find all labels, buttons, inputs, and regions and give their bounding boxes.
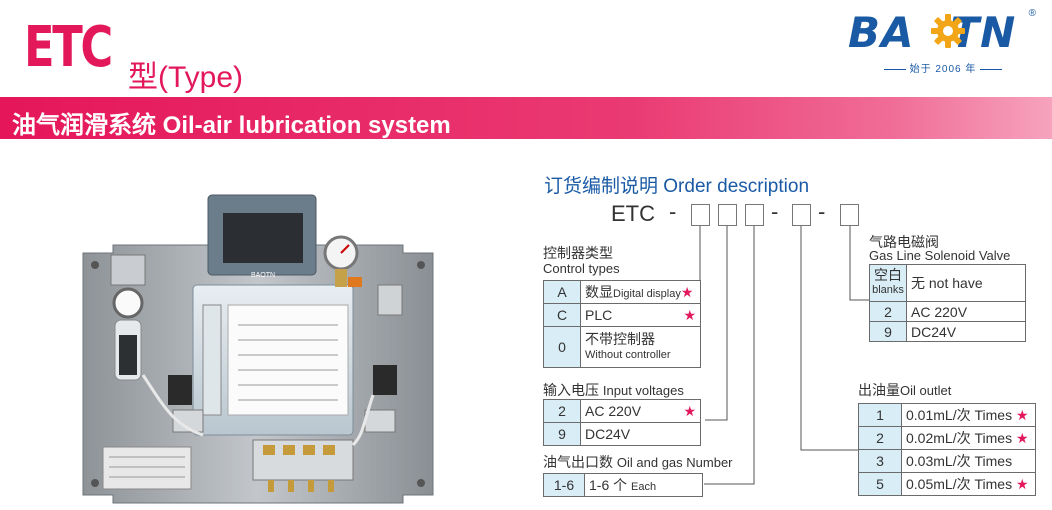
solenoid-desc: AC 220V <box>906 301 1026 322</box>
code-box-control <box>691 204 710 226</box>
oil-gas-code: 1-6 <box>543 473 585 497</box>
oil-outlet-desc-text: 0.01mL/次 Times <box>906 407 1013 423</box>
oil-outlet-desc: 0.05mL/次 Times ★ <box>901 472 1036 496</box>
oil-outlet-label-en: Oil outlet <box>900 383 952 398</box>
oil-gas-number-table: 1-6 1-6 个 Each <box>543 473 703 497</box>
star-icon: ★ <box>1015 407 1029 423</box>
control-code: C <box>543 303 581 327</box>
section-banner: 油气润滑系统 Oil-air lubrication system <box>0 97 1052 139</box>
control-code: A <box>543 280 581 304</box>
order-description-title: 订货编制说明 Order description <box>544 176 810 197</box>
code-dash: - <box>669 199 677 224</box>
voltage-code: 2 <box>543 399 581 423</box>
oil-outlet-desc-text: 0.02mL/次 Times <box>906 430 1013 446</box>
product-photo: BAOTN <box>82 194 434 504</box>
banner-title: 油气润滑系统 Oil-air lubrication system <box>12 112 451 139</box>
control-desc: 数显Digital display★ <box>580 280 701 304</box>
oil-gas-desc: 1-6 个 Each <box>584 473 703 497</box>
solenoid-code: 空白 blanks <box>869 264 907 302</box>
registered-mark: ® <box>1028 8 1036 19</box>
control-code: 0 <box>543 326 581 368</box>
table-row: 2 0.02mL/次 Times ★ <box>858 426 1036 450</box>
gear-logo-icon <box>931 14 965 48</box>
star-icon: ★ <box>683 306 696 323</box>
code-box-oil-outlet <box>792 204 811 226</box>
star-icon: ★ <box>680 284 694 300</box>
code-dash: - <box>818 199 826 224</box>
oil-outlet-code: 1 <box>858 403 902 427</box>
table-row: 0 不带控制器 Without controller <box>543 326 701 368</box>
input-voltages-table: 2 AC 220V ★ 9 DC24V <box>543 399 701 446</box>
since-text: 始于 2006 年 <box>868 60 1018 75</box>
input-voltages-label-en: Input voltages <box>602 383 684 398</box>
voltage-desc-text: AC 220V <box>585 402 642 419</box>
star-icon: ★ <box>1015 476 1029 492</box>
input-voltages-label: 输入电压 Input voltages <box>543 380 684 400</box>
oil-gas-number-label-cn: 油气出口数 <box>543 454 613 470</box>
solenoid-desc: DC24V <box>906 321 1026 342</box>
control-types-label-en: Control types <box>543 261 620 276</box>
oil-outlet-label-cn: 出油量 <box>858 382 900 398</box>
oil-outlet-desc-text: 0.05mL/次 Times <box>906 476 1013 492</box>
type-label: 型(Type) <box>128 61 244 94</box>
control-desc-en: Digital display <box>613 288 681 300</box>
solenoid-code: 2 <box>869 301 907 322</box>
control-desc-en: Without controller <box>585 349 671 361</box>
star-icon: ★ <box>1015 430 1029 446</box>
oil-gas-desc-cn: 1-6 个 <box>589 477 628 493</box>
table-row: A 数显Digital display★ <box>543 280 701 304</box>
control-desc-cn: 数显 <box>585 284 613 300</box>
solenoid-code-en: blanks <box>872 284 904 296</box>
solenoid-label-en: Gas Line Solenoid Valve <box>869 248 1011 263</box>
voltage-desc: DC24V <box>580 422 701 446</box>
table-row: 5 0.05mL/次 Times ★ <box>858 472 1036 496</box>
voltage-desc: AC 220V ★ <box>580 399 701 423</box>
control-desc: 不带控制器 Without controller <box>580 326 701 368</box>
oil-outlet-code: 3 <box>858 449 902 473</box>
oil-outlet-code: 5 <box>858 472 902 496</box>
order-code: ETC <box>611 201 655 226</box>
code-box-oil-gas <box>745 204 764 226</box>
solenoid-desc: 无 not have <box>906 264 1026 302</box>
star-icon: ★ <box>683 402 696 419</box>
table-row: 9 DC24V <box>543 422 701 446</box>
solenoid-code: 9 <box>869 321 907 342</box>
device-logo: BAOTN <box>251 272 275 279</box>
oil-outlet-code: 2 <box>858 426 902 450</box>
code-box-voltage <box>718 204 737 226</box>
solenoid-code-cn: 空白 <box>874 267 902 283</box>
model-title: ETC <box>24 15 113 80</box>
control-desc-cn: 不带控制器 <box>585 331 655 347</box>
oil-outlet-label: 出油量Oil outlet <box>858 380 951 400</box>
input-voltages-label-cn: 输入电压 <box>543 382 599 398</box>
control-desc-cn: PLC <box>585 306 613 323</box>
oil-outlet-desc: 0.02mL/次 Times ★ <box>901 426 1036 450</box>
oil-gas-number-label-en: Oil and gas Number <box>616 455 733 470</box>
table-row: 1 0.01mL/次 Times ★ <box>858 403 1036 427</box>
voltage-code: 9 <box>543 422 581 446</box>
oil-outlet-table: 1 0.01mL/次 Times ★ 2 0.02mL/次 Times ★ 3 … <box>858 403 1036 496</box>
table-row: 2 AC 220V <box>869 301 1026 322</box>
oil-outlet-desc: 0.01mL/次 Times ★ <box>901 403 1036 427</box>
solenoid-table: 空白 blanks 无 not have 2 AC 220V 9 DC24V <box>869 264 1026 342</box>
table-row: 9 DC24V <box>869 321 1026 342</box>
oil-outlet-desc-text: 0.03mL/次 Times <box>906 453 1013 469</box>
control-desc: PLC ★ <box>580 303 701 327</box>
code-dash: - <box>771 199 779 224</box>
oil-gas-desc-en: Each <box>631 481 657 493</box>
table-row: C PLC ★ <box>543 303 701 327</box>
solenoid-label-cn: 气路电磁阀 <box>869 234 939 250</box>
table-row: 2 AC 220V ★ <box>543 399 701 423</box>
table-row: 1-6 1-6 个 Each <box>543 473 703 497</box>
table-row: 空白 blanks 无 not have <box>869 264 1026 302</box>
code-box-solenoid <box>840 204 859 226</box>
oil-gas-number-label: 油气出口数 Oil and gas Number <box>543 452 733 472</box>
control-types-table: A 数显Digital display★ C PLC ★ 0 不带控制器 Wit… <box>543 280 701 368</box>
oil-outlet-desc: 0.03mL/次 Times <box>901 449 1036 473</box>
control-types-label-cn: 控制器类型 <box>543 245 613 261</box>
table-row: 3 0.03mL/次 Times <box>858 449 1036 473</box>
